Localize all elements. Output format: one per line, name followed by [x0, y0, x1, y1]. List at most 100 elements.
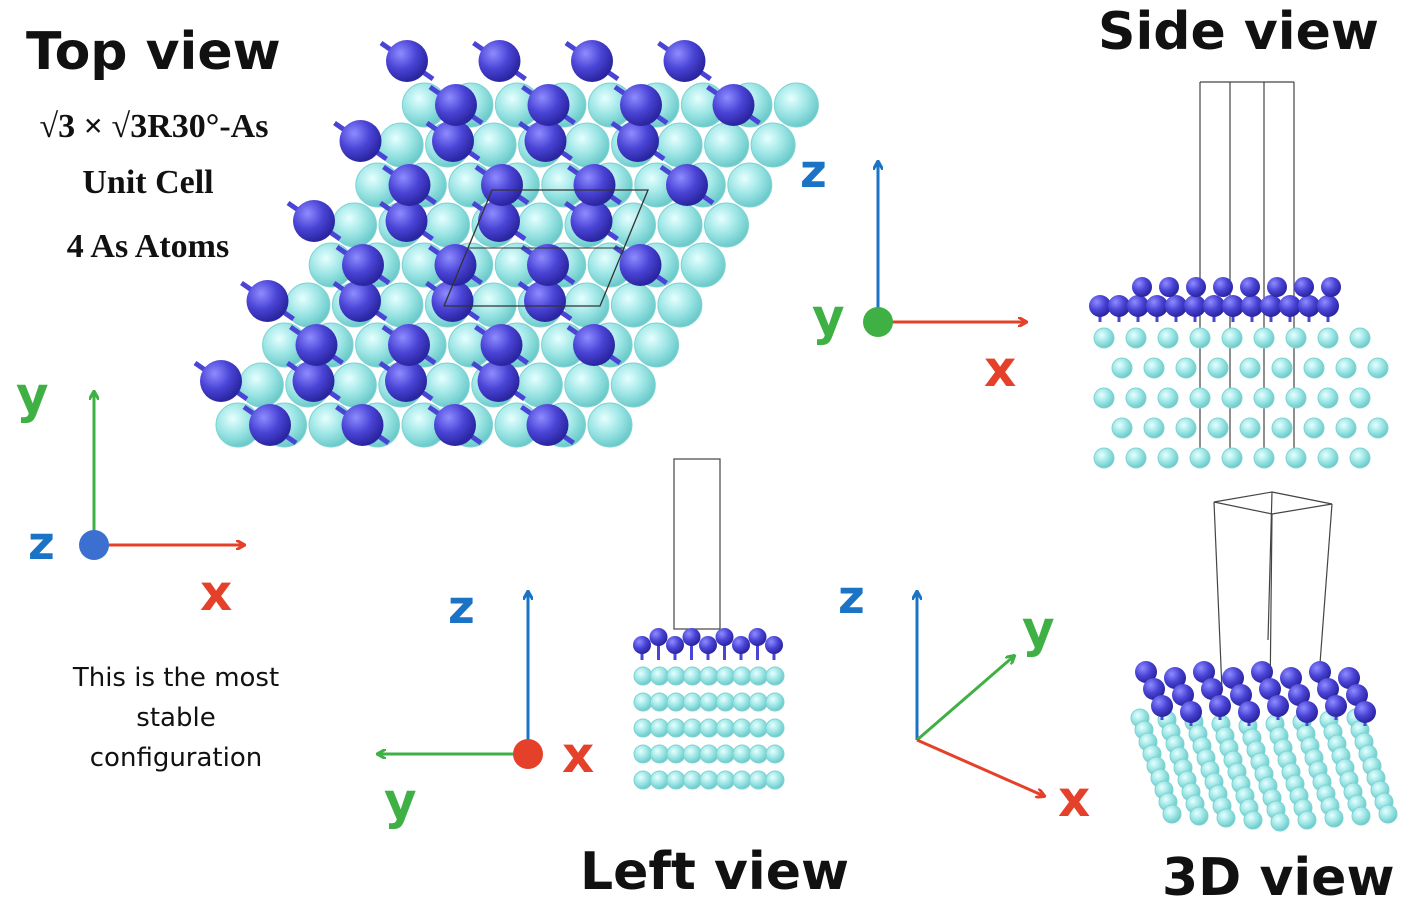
as-atom	[388, 324, 430, 366]
substrate-atom	[765, 770, 785, 790]
substrate-atom	[1243, 810, 1263, 830]
as-atom	[666, 636, 684, 654]
as-atom	[1213, 277, 1233, 297]
substrate-atom	[749, 666, 768, 686]
as-atom	[1172, 684, 1194, 706]
substrate-atom	[716, 692, 735, 712]
as-atom	[1132, 277, 1152, 297]
substrate-atom	[1216, 808, 1236, 828]
substrate-atom	[657, 202, 703, 248]
as-atom	[732, 636, 750, 654]
as-atom	[1280, 667, 1302, 689]
substrate-atom	[1125, 447, 1147, 469]
substrate-atom	[633, 744, 653, 764]
as-atom	[477, 360, 520, 402]
substrate-atom	[1143, 417, 1165, 439]
substrate-atom	[765, 744, 785, 764]
substrate-atom	[1221, 447, 1243, 469]
top-axes-z-label: z	[28, 516, 55, 570]
substrate-atom	[666, 770, 686, 790]
substrate-atom	[650, 770, 669, 790]
substrate-atom	[1349, 447, 1371, 469]
substrate-atom	[633, 770, 653, 790]
substrate-atom	[650, 718, 669, 738]
top-view-title: Top view	[26, 22, 281, 82]
substrate-atom	[633, 692, 653, 712]
substrate-atom	[1285, 447, 1307, 469]
as-atom	[1346, 684, 1368, 706]
substrate-atom	[704, 202, 749, 248]
substrate-atom	[1125, 387, 1147, 409]
as-atom	[748, 628, 767, 646]
substrate-atom	[1367, 417, 1389, 439]
substrate-atom	[1093, 447, 1115, 469]
as-atom	[1186, 277, 1206, 297]
top-view-axes	[79, 392, 244, 560]
as-atom	[431, 280, 474, 322]
as-atom	[1127, 295, 1149, 317]
substrate-atom	[716, 666, 735, 686]
substrate-atom	[564, 122, 610, 168]
cell-edge	[1271, 491, 1333, 505]
as-atom	[200, 360, 242, 402]
as-atom	[712, 84, 755, 126]
substrate-atom	[1221, 327, 1243, 349]
as-atom	[526, 404, 569, 446]
as-atom	[1230, 684, 1252, 706]
substrate-atom	[425, 202, 470, 248]
substrate-atom	[1297, 810, 1317, 830]
as-atom	[1279, 295, 1301, 317]
left-axes-x-label: x	[562, 726, 595, 784]
as-atom	[292, 360, 335, 402]
as-atom	[1089, 295, 1111, 317]
substrate-atom	[1189, 387, 1211, 409]
substrate-atom	[765, 666, 785, 686]
substrate-atom	[1175, 417, 1197, 439]
as-atom	[663, 40, 706, 82]
as-atom	[1338, 667, 1360, 689]
substrate-atom	[1207, 357, 1229, 379]
substrate-atom	[650, 744, 669, 764]
z-axis-dot	[79, 530, 109, 560]
substrate-atom	[1162, 804, 1182, 824]
stability-note-line3: configuration	[89, 743, 263, 773]
substrate-atom	[732, 692, 752, 712]
cell-edge	[1267, 491, 1273, 641]
substrate-atom	[1378, 804, 1398, 824]
substrate-atom	[1303, 417, 1325, 439]
side-axes-y-label: y	[812, 288, 845, 346]
top-view-structure	[193, 40, 819, 448]
substrate-atom	[1253, 387, 1275, 409]
unit-cell-label: Unit Cell	[82, 164, 214, 201]
substrate-atom	[1317, 387, 1339, 409]
substrate-atom	[1207, 417, 1229, 439]
as-atom	[481, 164, 523, 206]
substrate-atom	[699, 770, 719, 790]
as-atom	[1165, 295, 1187, 317]
substrate-atom	[332, 202, 377, 248]
substrate-atom	[1253, 447, 1275, 469]
substrate-atom	[564, 362, 610, 408]
substrate-atom	[518, 202, 563, 248]
cell-box	[673, 458, 721, 630]
as-atom	[1267, 695, 1289, 717]
substrate-atom	[471, 122, 517, 168]
as-atom	[1321, 277, 1341, 297]
as-atom	[480, 324, 523, 366]
substrate-atom	[1189, 447, 1211, 469]
as-atom	[1164, 667, 1186, 689]
as-atom	[388, 164, 431, 206]
substrate-atom	[716, 770, 735, 790]
substrate-atom	[732, 666, 752, 686]
3d-axes-x-label: x	[1058, 770, 1091, 828]
substrate-atom	[765, 692, 785, 712]
substrate-atom	[610, 362, 656, 408]
substrate-atom	[610, 282, 656, 328]
substrate-atom	[666, 718, 686, 738]
cell-edge	[1213, 501, 1273, 515]
substrate-atom	[699, 666, 719, 686]
substrate-atom	[1111, 417, 1133, 439]
substrate-atom	[1125, 327, 1147, 349]
